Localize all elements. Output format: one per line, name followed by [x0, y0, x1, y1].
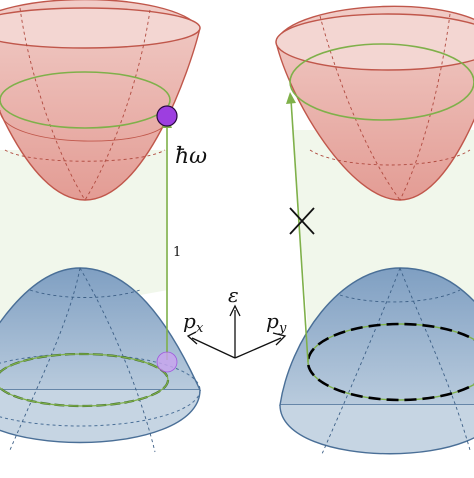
left-valence-band — [0, 267, 202, 453]
excited-electron-state — [156, 105, 178, 127]
axis-px-label: p — [183, 309, 196, 333]
right-conduction-band — [275, 5, 474, 201]
oblique-transition-arrow — [286, 92, 309, 363]
left-upper-contour — [0, 71, 171, 129]
empty-hole-state — [156, 351, 178, 373]
right-upper-contour — [289, 43, 474, 121]
left-panel: ħω 1 — [0, 0, 207, 453]
right-panel — [275, 5, 474, 455]
photon-energy-label: ħω — [175, 144, 207, 169]
axis-px-subscript: x — [196, 321, 204, 336]
momentum-energy-axes: ε p x p y — [183, 283, 287, 359]
transition-index-label: 1 — [173, 245, 181, 260]
axis-py-subscript: y — [278, 321, 287, 336]
axis-energy-label: ε — [228, 283, 239, 307]
axis-py-label: p — [266, 309, 279, 333]
left-conduction-band — [0, 0, 201, 201]
forbidden-cross-icon — [289, 207, 315, 235]
